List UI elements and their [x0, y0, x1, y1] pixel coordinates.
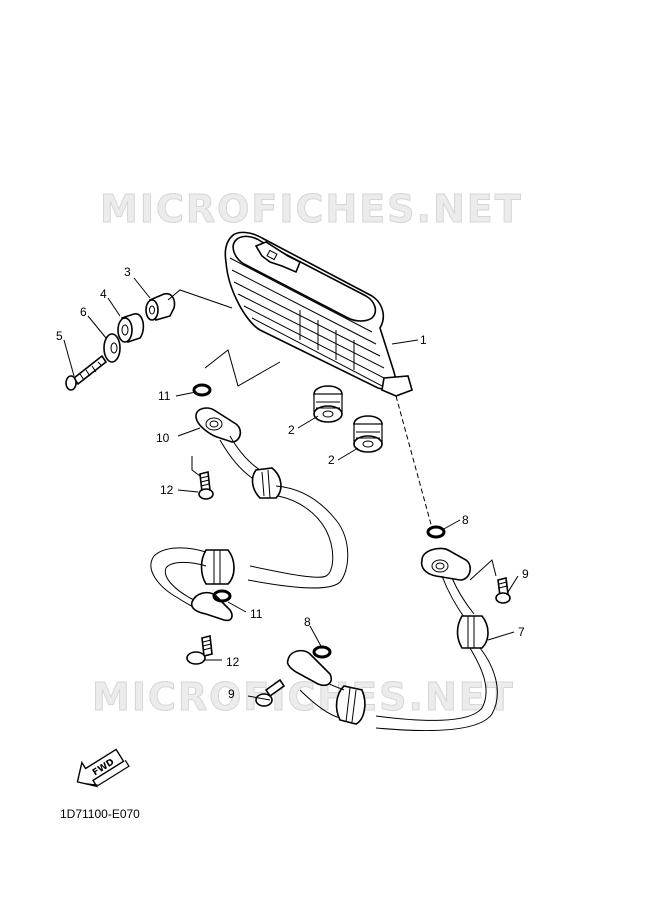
callout-12a: 12 [160, 483, 174, 497]
callout-labels: 1 2 2 3 4 5 6 7 8 8 9 9 10 11 11 12 12 [56, 265, 529, 701]
bolt-upper-12 [198, 471, 214, 500]
routing-line-bolt9 [469, 559, 497, 581]
oil-cooler [224, 231, 413, 397]
o-ring-8-upper [426, 525, 446, 539]
routing-line-bolt12 [191, 456, 201, 477]
callout-1: 1 [420, 333, 427, 347]
o-ring-lower [212, 589, 232, 603]
rubber-damper-upper [313, 385, 343, 423]
oil-pipe-lower [286, 547, 498, 732]
callout-4: 4 [100, 287, 107, 301]
washer [103, 333, 121, 363]
routing-line-right [395, 395, 433, 529]
fwd-arrow-icon: FWD [76, 748, 130, 788]
callout-8a: 8 [462, 513, 469, 527]
callout-9b: 9 [228, 687, 235, 701]
callout-2a: 2 [288, 423, 295, 437]
callout-12b: 12 [226, 655, 240, 669]
oil-pipe-upper [150, 407, 349, 622]
bolt [65, 354, 108, 391]
callout-7: 7 [518, 625, 525, 639]
rubber-damper-lower [353, 415, 383, 453]
callout-11b: 11 [250, 607, 263, 621]
bolt-lower-9 [255, 678, 286, 707]
callout-2b: 2 [328, 453, 335, 467]
mount-leader [167, 289, 233, 309]
callout-5: 5 [56, 329, 63, 343]
watermark-top: MICROFICHES.NET [100, 187, 523, 231]
callout-6: 6 [80, 305, 87, 319]
leader-lines [63, 277, 519, 701]
routing-line-upper [204, 349, 281, 387]
callout-11a: 11 [158, 389, 171, 403]
bolt-upper-9 [495, 577, 511, 604]
o-ring-8-lower [312, 645, 332, 659]
o-ring-upper [192, 383, 212, 397]
callout-9a: 9 [522, 567, 529, 581]
watermark-bottom: MICROFICHES.NET [92, 675, 515, 719]
grommet [117, 313, 145, 344]
diagram-code: 1D71100-E070 [60, 807, 140, 821]
callout-10: 10 [156, 431, 170, 445]
callout-8b: 8 [304, 615, 311, 629]
bolt-lower-12 [186, 635, 213, 665]
callout-3: 3 [124, 265, 131, 279]
